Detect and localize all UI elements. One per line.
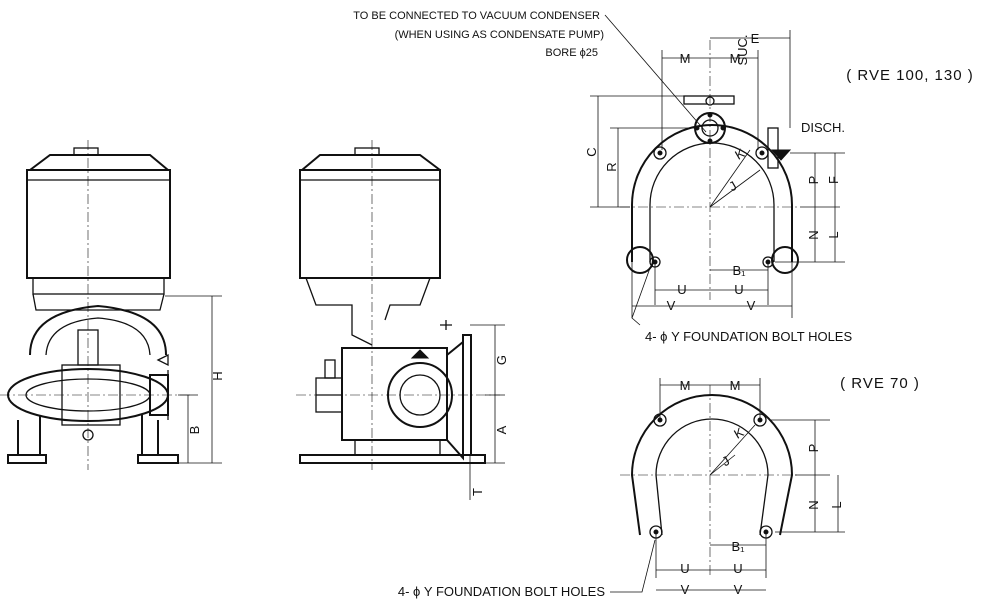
dim-J-bottom: J <box>719 453 732 469</box>
foundation-note-bottom: 4- ϕ Y FOUNDATION BOLT HOLES <box>398 584 605 599</box>
dim-J-top: J <box>726 178 739 194</box>
dim-U-right-top: U <box>734 282 743 297</box>
suction-label: SUC. <box>735 34 750 65</box>
dim-V-right-bottom: V <box>734 582 743 597</box>
motor-top-cap-side <box>301 154 441 171</box>
dim-T: T <box>470 488 485 496</box>
dim-F: F <box>826 176 841 184</box>
model-label-rve70: ( RVE 70 ) <box>840 375 920 392</box>
horseshoe-inner-rve100 <box>649 142 775 262</box>
dim-M-left-bottom: M <box>680 378 691 393</box>
dim-E: E <box>751 31 760 46</box>
plan-view-rve70 <box>610 378 845 593</box>
dim-B1-bottom: B₁ <box>731 539 745 554</box>
dim-V-left-top: V <box>667 298 676 313</box>
plan-view-rve100 <box>590 30 845 326</box>
motor-bracket <box>32 277 165 295</box>
side-view <box>296 140 505 500</box>
discharge-pipe-side <box>446 339 464 461</box>
pump-casing <box>29 304 167 356</box>
dim-H: H <box>210 371 225 380</box>
motor-top-cap <box>29 154 169 171</box>
dim-B1-top: B₁ <box>732 263 746 278</box>
condenser-leader <box>604 14 707 133</box>
discharge-label: DISCH. <box>801 120 845 135</box>
dim-P-top: P <box>806 176 821 185</box>
dim-U-left-bottom: U <box>680 561 689 576</box>
dim-C: C <box>584 147 599 156</box>
dim-N-bottom: N <box>806 500 821 509</box>
motor-housing <box>26 169 171 279</box>
horseshoe-outer-rve100 <box>631 124 793 262</box>
dim-V-right-top: V <box>747 298 756 313</box>
dim-G: G <box>494 355 509 365</box>
dim-L-bottom: L <box>829 501 844 508</box>
dim-L-top: L <box>826 231 841 238</box>
dim-N-top: N <box>806 230 821 239</box>
dim-P-bottom: P <box>806 444 821 453</box>
horseshoe-inner-rve70 <box>655 418 769 536</box>
dim-K-bottom: K <box>731 424 746 441</box>
motor-housing-side <box>299 169 441 279</box>
dim-A: A <box>494 425 509 434</box>
horseshoe-outer-rve70 <box>630 394 794 536</box>
dim-M-right-top: M <box>730 51 741 66</box>
dim-M-right-bottom: M <box>730 378 741 393</box>
dim-V-left-bottom: V <box>681 582 690 597</box>
pump-body-side <box>341 347 448 441</box>
front-view <box>0 140 222 470</box>
dim-B: B <box>187 426 202 435</box>
dim-M-left-top: M <box>680 51 691 66</box>
condenser-note-line1: TO BE CONNECTED TO VACUUM CONDENSER <box>353 10 600 22</box>
base-plate-side <box>299 454 486 464</box>
condenser-note-line2: (WHEN USING AS CONDENSATE PUMP) <box>395 29 604 41</box>
dim-K-top: K <box>732 145 747 162</box>
dim-U-left-top: U <box>677 282 686 297</box>
model-label-rve100: ( RVE 100, 130 ) <box>846 67 973 84</box>
dim-U-right-bottom: U <box>733 561 742 576</box>
bore-note: BORE ϕ25 <box>545 47 598 59</box>
dim-R: R <box>604 162 619 171</box>
foundation-note-top: 4- ϕ Y FOUNDATION BOLT HOLES <box>645 329 852 344</box>
